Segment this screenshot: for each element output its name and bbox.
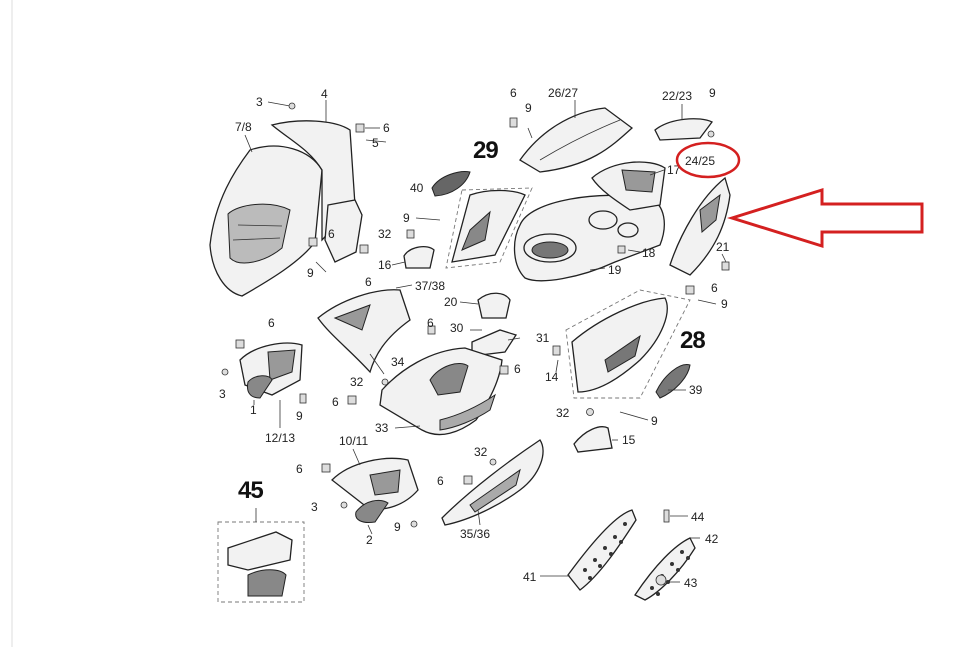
label-9: 9 [307,266,314,280]
label-9: 9 [721,297,728,311]
floor-mats-group [567,509,696,601]
label-9: 9 [525,101,532,115]
storage-compartment-part [509,107,731,282]
label-6: 6 [332,395,339,409]
label-32: 32 [378,227,392,241]
label-26-27: 26/27 [548,86,578,100]
label-3: 3 [219,387,226,401]
label-44: 44 [691,510,705,524]
label-3: 3 [311,500,318,514]
label-34: 34 [391,355,405,369]
label-22-23: 22/23 [662,89,692,103]
label-10-11: 10/11 [339,434,368,448]
label-6: 6 [711,281,718,295]
front-shield-part [209,120,363,297]
label-9: 9 [709,86,716,100]
label-40: 40 [410,181,424,195]
label-9: 9 [394,520,401,534]
part-29-group [403,171,533,269]
label-17: 17 [667,163,681,177]
label-21: 21 [716,240,730,254]
label-3: 3 [256,95,263,109]
screw-group [267,101,387,273]
label-28: 28 [680,327,705,354]
label-9: 9 [403,211,410,225]
label-32: 32 [556,406,570,420]
label-20: 20 [444,295,458,309]
label-6: 6 [427,316,434,330]
label-43: 43 [684,576,698,590]
part-35-36 [441,439,544,526]
label-24-25: 24/25 [685,154,715,168]
label-6: 6 [383,121,390,135]
label-14: 14 [545,370,559,384]
label-41: 41 [523,570,537,584]
label-6: 6 [437,474,444,488]
label-32: 32 [474,445,488,459]
left-lower-parts-group [221,339,419,528]
label-42: 42 [705,532,719,546]
label-2: 2 [366,533,373,547]
label-18: 18 [642,246,656,260]
label-9: 9 [296,409,303,423]
label-6: 6 [296,462,303,476]
center-parts-group [317,289,518,436]
part-labels: 3 4 7/8 6 5 6 9 6 9 26/27 22/23 9 17 24/… [219,86,730,590]
label-35-36: 35/36 [460,527,490,541]
label-32: 32 [350,375,364,389]
label-6: 6 [365,275,372,289]
label-31: 31 [536,331,550,345]
label-1: 1 [250,403,257,417]
label-6: 6 [268,316,275,330]
label-29: 29 [473,137,498,164]
label-19: 19 [608,263,622,277]
label-4: 4 [321,87,328,101]
label-7-8: 7/8 [235,120,252,134]
label-33: 33 [375,421,389,435]
label-39: 39 [689,383,703,397]
label-30: 30 [450,321,464,335]
highlight-arrow [726,187,924,249]
part-28-group [552,285,717,453]
label-6: 6 [510,86,517,100]
label-6: 6 [328,227,335,241]
highlight-circle [675,141,741,179]
leader-lines [244,100,727,583]
label-5: 5 [372,136,379,150]
label-9: 9 [651,414,658,428]
highlight-annotation [675,141,924,249]
label-45: 45 [238,477,263,504]
label-6: 6 [514,362,521,376]
label-16: 16 [378,258,392,272]
part-45-group [217,521,305,603]
label-37-38: 37/38 [415,279,445,293]
label-15: 15 [622,433,636,447]
label-12-13: 12/13 [265,431,295,445]
